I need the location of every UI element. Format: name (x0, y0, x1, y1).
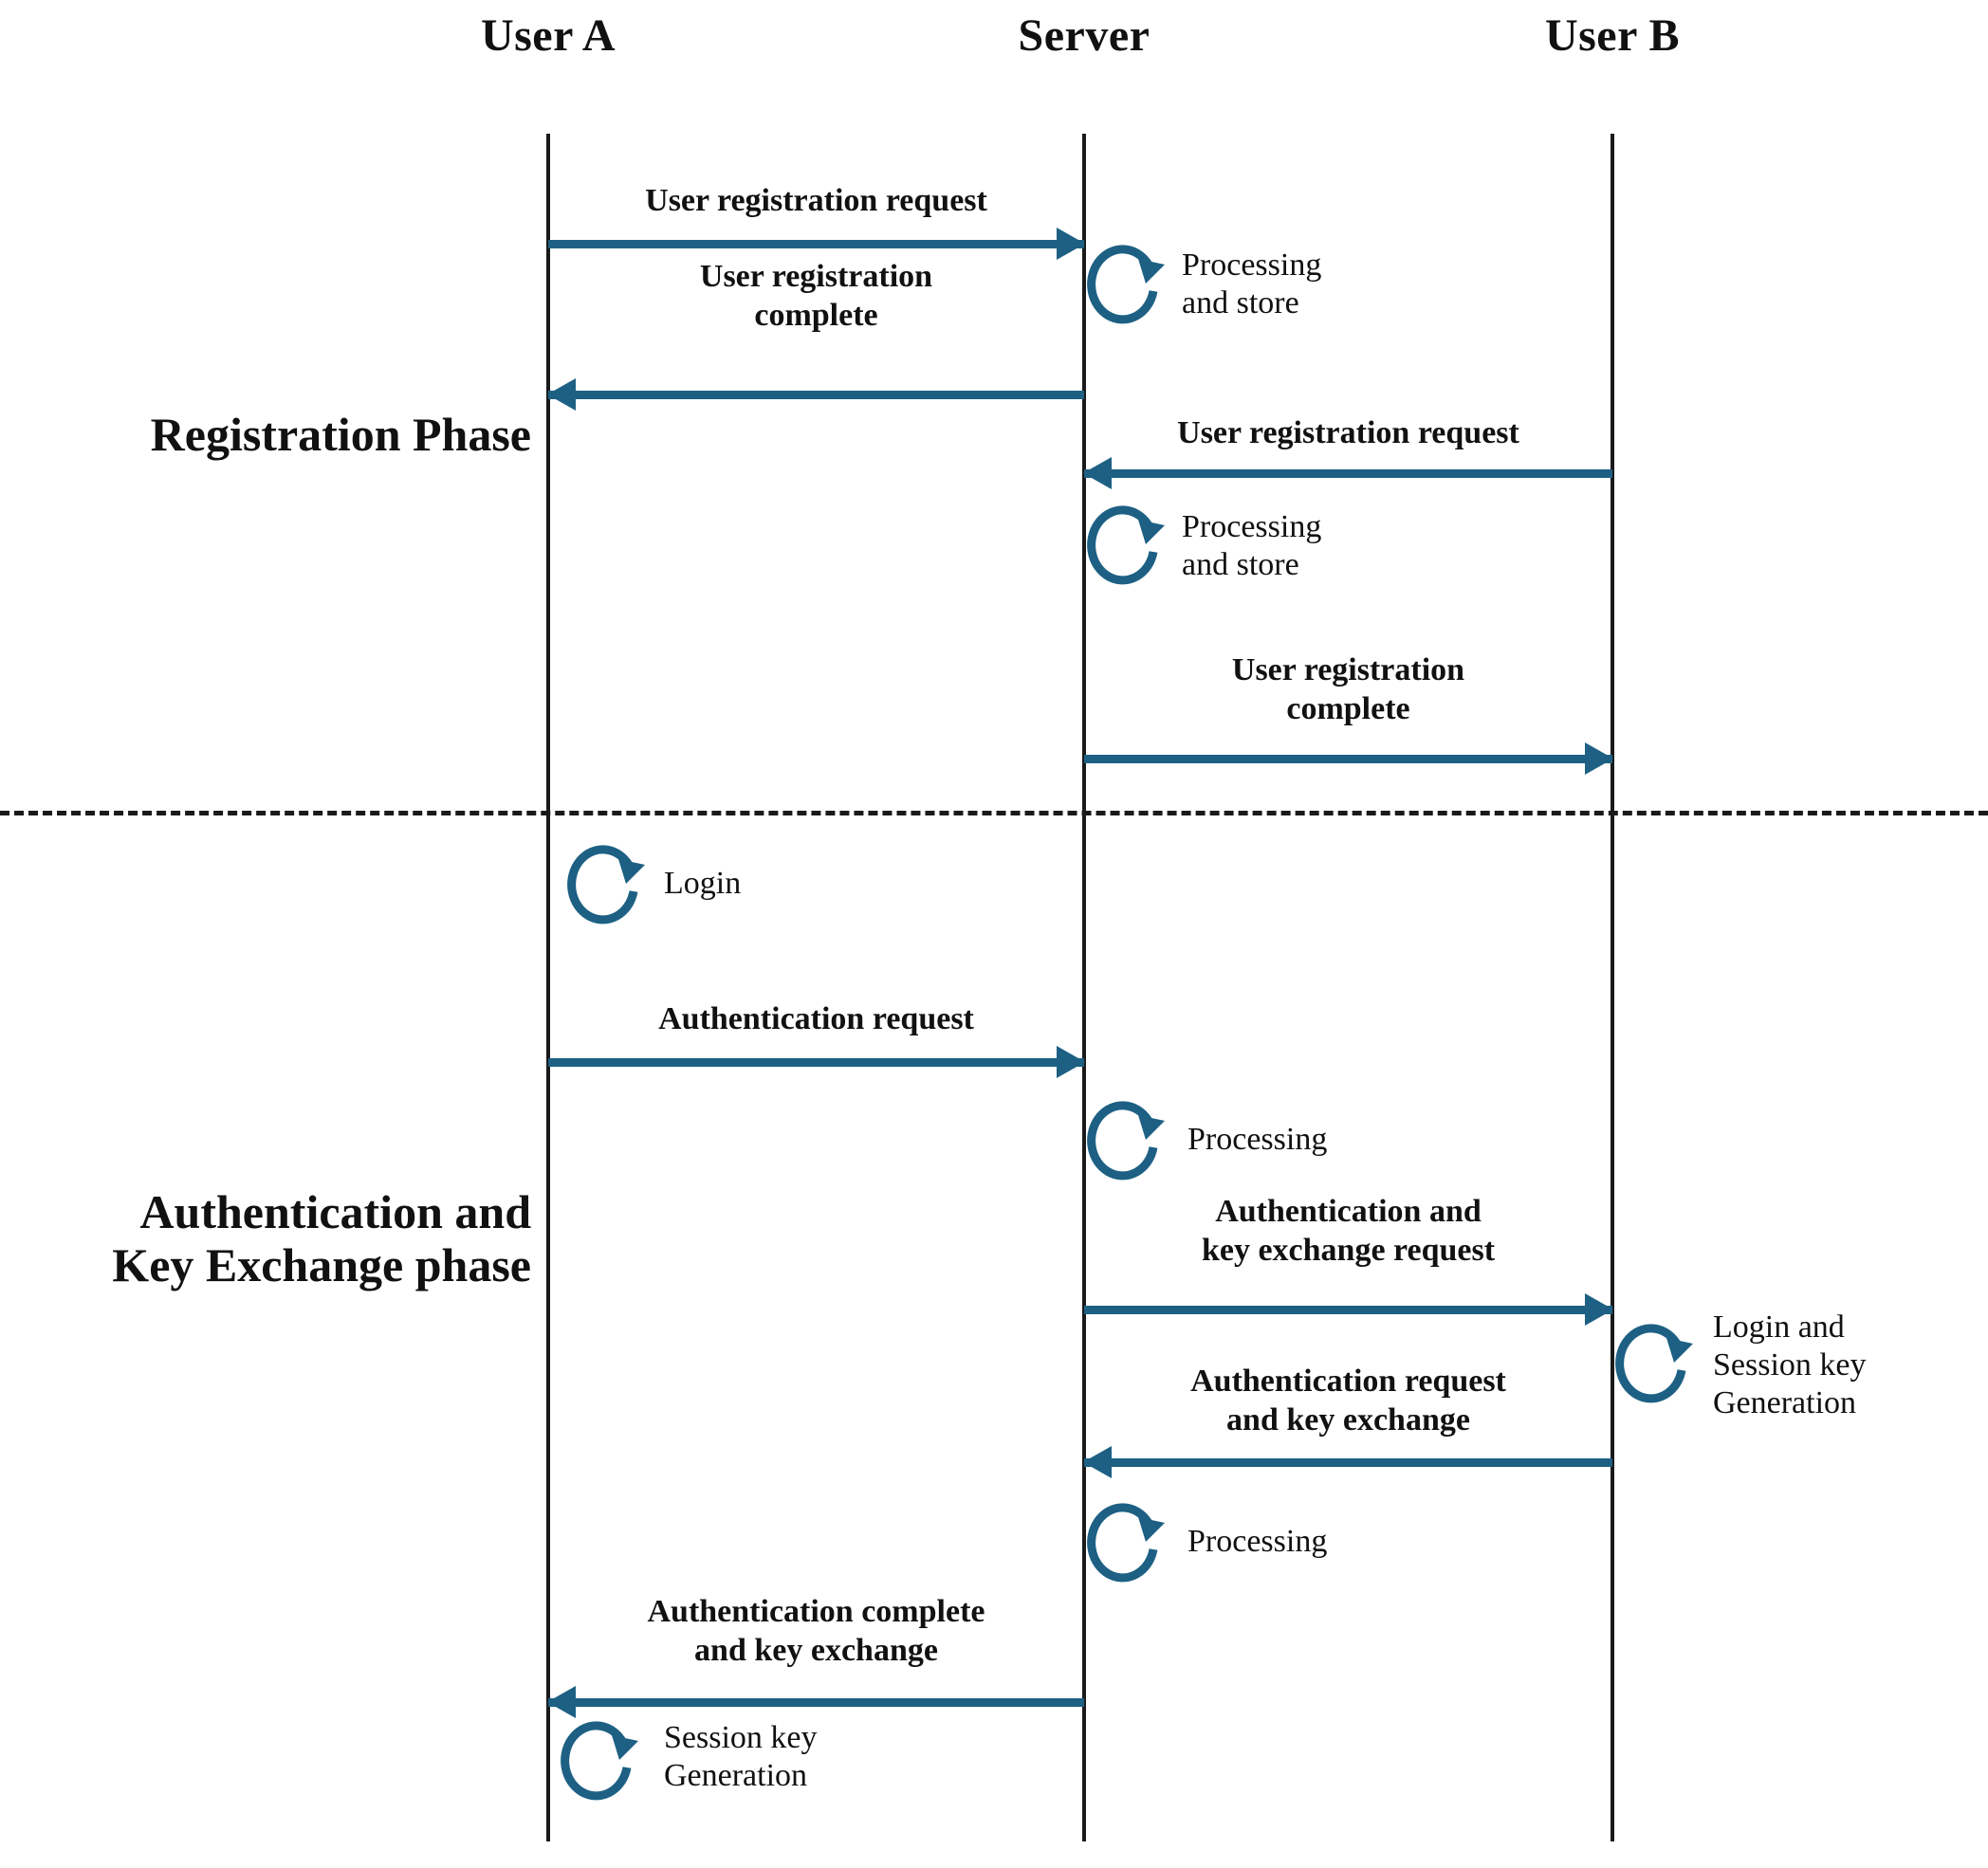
arrow-shaft (1084, 468, 1612, 478)
lifeline-user-b (1611, 134, 1614, 1841)
message-arrow-m2 (547, 378, 1084, 411)
message-arrow-m5 (548, 1046, 1085, 1078)
lifeline-server (1082, 134, 1086, 1841)
lifeline-user-a (546, 134, 550, 1841)
self-message-label-s5: Login and Session key Generation (1713, 1309, 1867, 1421)
actor-header-user-a: User A (480, 10, 617, 61)
self-message-label-s7: Session key Generation (664, 1720, 818, 1794)
actor-header-server: Server (1018, 10, 1150, 61)
arrow-shaft (1084, 754, 1612, 763)
arrow-head-left-icon (547, 1686, 576, 1718)
self-message-loop-s2 (1087, 503, 1169, 586)
self-message-label-s2: Processing and store (1182, 509, 1322, 583)
self-message-loop-s1 (1087, 242, 1169, 325)
arrow-shaft (1084, 1457, 1612, 1467)
message-label-m8: Authentication complete and key exchange (647, 1594, 985, 1668)
message-arrow-m4 (1084, 742, 1613, 775)
arrow-head-right-icon (1585, 1293, 1613, 1326)
arrow-head-left-icon (547, 378, 576, 411)
message-label-m2: User registration complete (699, 259, 933, 333)
message-arrow-m8 (547, 1686, 1084, 1718)
arrow-shaft (548, 390, 1084, 399)
arrow-shaft (548, 1697, 1084, 1707)
self-message-loop-s3 (567, 842, 649, 925)
message-label-m6: Authentication and key exchange request (1201, 1194, 1496, 1268)
arrow-head-right-icon (1585, 742, 1613, 775)
arrow-head-right-icon (1057, 228, 1085, 260)
message-arrow-m6 (1084, 1293, 1613, 1326)
message-label-m5: Authentication request (658, 1001, 974, 1036)
arrow-shaft (1084, 1305, 1612, 1314)
actor-header-user-b: User B (1544, 10, 1681, 61)
message-arrow-m1 (548, 228, 1085, 260)
arrow-head-left-icon (1083, 1446, 1112, 1478)
self-message-loop-s5 (1615, 1321, 1697, 1404)
message-label-m7: Authentication request and key exchange (1190, 1364, 1506, 1438)
self-message-label-s1: Processing and store (1182, 247, 1322, 321)
phase-label-authentication: Authentication and Key Exchange phase (112, 1185, 531, 1291)
message-label-m4: User registration complete (1231, 652, 1465, 726)
message-label-m1: User registration request (645, 183, 987, 218)
self-message-label-s3: Login (664, 866, 742, 901)
message-arrow-m3 (1083, 457, 1612, 489)
message-label-m3: User registration request (1177, 415, 1519, 450)
arrow-head-left-icon (1083, 457, 1112, 489)
self-message-label-s6: Processing (1187, 1524, 1328, 1559)
self-message-loop-s4 (1087, 1098, 1169, 1181)
self-message-loop-s6 (1087, 1500, 1169, 1584)
self-message-label-s4: Processing (1187, 1122, 1328, 1157)
self-message-loop-s7 (561, 1718, 642, 1802)
message-arrow-m7 (1083, 1446, 1612, 1478)
arrow-head-right-icon (1057, 1046, 1085, 1078)
arrow-shaft (548, 1057, 1084, 1067)
phase-divider-dashed-line (0, 811, 1988, 815)
arrow-shaft (548, 239, 1084, 248)
phase-label-registration: Registration Phase (150, 408, 531, 461)
